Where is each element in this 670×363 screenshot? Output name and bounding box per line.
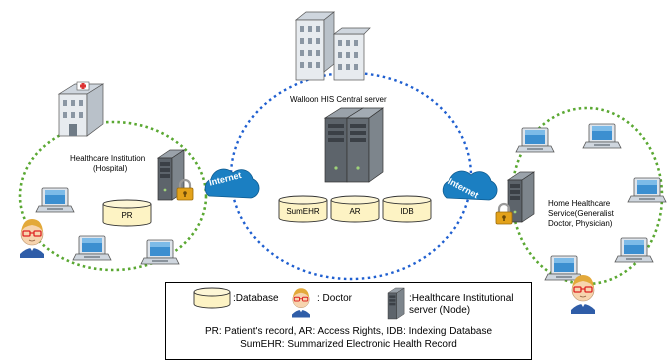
database-label-idb: IDB [400,207,414,216]
legend-server-label-line1: :Healthcare Institutional [409,293,514,304]
server-icon [387,287,405,320]
database-label-ar: AR [349,207,361,216]
hospital-building-icon [57,81,105,137]
home-label-line1: Home Healthcare [548,199,611,208]
laptop-icon [35,187,75,213]
office-building-icon [295,11,371,81]
database-icon [193,287,231,309]
laptop-icon [582,123,622,149]
hospital-network-ring [18,120,208,272]
database-label-sumehr: SumEHR [286,207,320,216]
home-label-line3: Doctor, Physician) [548,219,613,228]
lock-icon-home [494,202,514,226]
central-server-title: Walloon HIS Central server [290,95,387,104]
hospital-title: Healthcare Institution [70,154,146,163]
doctor-icon [19,218,45,259]
legend: :Database : Doctor :Healthcare Instituti… [165,282,532,360]
legend-doctor-label: : Doctor [317,293,353,304]
legend-abbreviations-line1: PR: Patient's record, AR: Access Rights,… [204,326,493,337]
legend-server-label-line2: server (Node) [409,305,471,316]
legend-icons [193,287,405,320]
laptop-icon [627,177,667,203]
hospital-subtitle: (Hospital) [93,164,128,173]
legend-abbreviations-line2: SumEHR: Summarized Electronic Health Rec… [240,339,457,350]
laptop-icon [72,235,112,261]
internet-cloud-icon [442,170,498,201]
doctor-icon [570,274,596,315]
central-server-icon [323,107,385,183]
doctor-icon [292,288,310,318]
lock-icon-hospital [175,178,195,202]
laptop-icon [614,237,654,263]
database-label-pr: PR [121,211,133,220]
laptop-icon [544,255,584,281]
laptop-icon [515,127,555,153]
laptop-icon [140,239,180,265]
internet-cloud-icon [204,168,260,199]
home-label-line2: Service(Generalist [548,209,614,218]
legend-database-label: :Database [233,293,279,304]
